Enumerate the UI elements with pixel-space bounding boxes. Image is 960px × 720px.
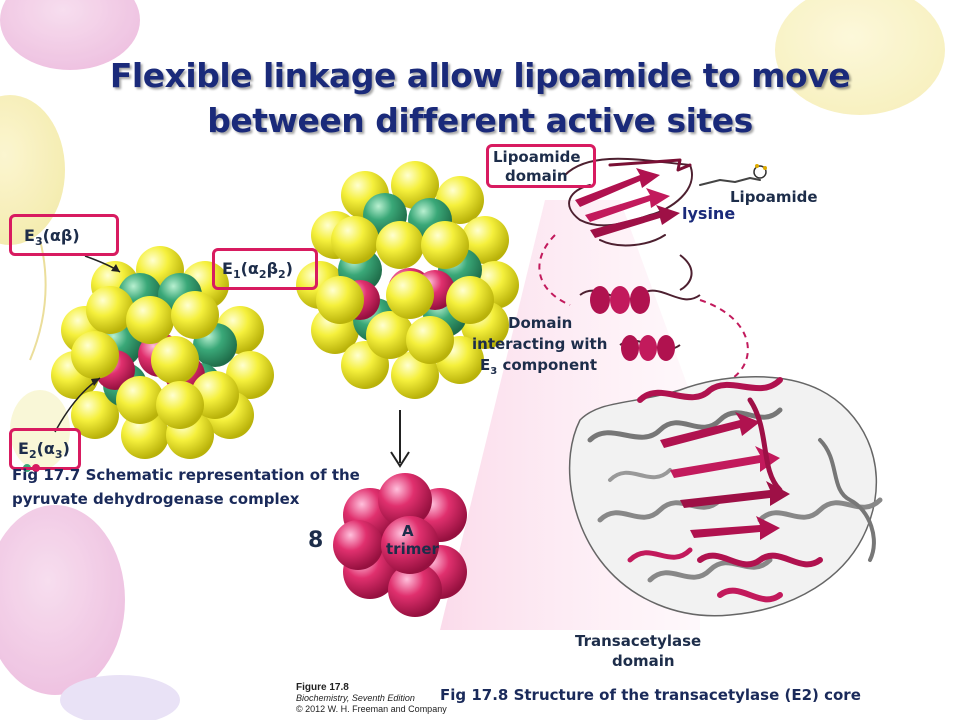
publisher-credit: Figure 17.8 Biochemistry, Seventh Editio…	[296, 682, 447, 715]
trimer-count: 8	[308, 528, 324, 553]
e1-callout-box	[212, 248, 318, 290]
left-complex	[51, 246, 274, 459]
transacetylase-domain-ribbon	[568, 376, 883, 617]
lipoamide-label: Lipoamide	[730, 188, 818, 206]
copyright-line: © 2012 W. H. Freeman and Company	[296, 704, 447, 714]
interacting-domain-label-line-3: E3 component	[480, 356, 598, 377]
fig-17-7-caption-line-1: Fig 17.7 Schematic representation of the	[12, 466, 360, 484]
e1-label: E1(α2β2)	[222, 259, 293, 282]
book-title: Biochemistry, Seventh Edition	[296, 693, 415, 703]
fig-17-7-caption-line-2: pyruvate dehydrogenase complex	[12, 490, 300, 508]
lipoamide-domain-ribbon	[564, 157, 767, 247]
e3-binding-domain-ribbon	[579, 254, 701, 361]
lipoamide-domain-label-line-2: domain	[505, 167, 568, 185]
figure-number: Figure 17.8	[296, 682, 349, 693]
interacting-domain-label-line-2: interacting with	[472, 335, 608, 353]
e3-callout-box	[9, 214, 119, 256]
trimer-cluster	[333, 473, 467, 617]
lipoamide-domain-label-line-1: Lipoamide	[493, 148, 581, 166]
e3-label: E3(αβ)	[24, 226, 80, 249]
interacting-domain-label-line-1: Domain	[508, 314, 573, 332]
slide-title-line-1: Flexible linkage allow lipoamide to move	[109, 56, 851, 95]
trimer-label-a: A	[402, 522, 414, 540]
e2-label: E2(α3)	[18, 439, 70, 462]
fig-17-8-caption: Fig 17.8 Structure of the transacetylase…	[440, 686, 861, 704]
transacetylase-label-line-1: Transacetylase	[575, 632, 702, 650]
lysine-label: lysine	[682, 204, 736, 223]
lipoamide-domain-callout-box	[486, 144, 596, 188]
trimer-label-trimer: trimer	[386, 540, 439, 558]
slide-title-line-2: between different active sites	[207, 101, 753, 140]
right-complex	[296, 161, 519, 399]
e2-callout-box	[9, 428, 81, 470]
transacetylase-label-line-2: domain	[612, 652, 675, 670]
